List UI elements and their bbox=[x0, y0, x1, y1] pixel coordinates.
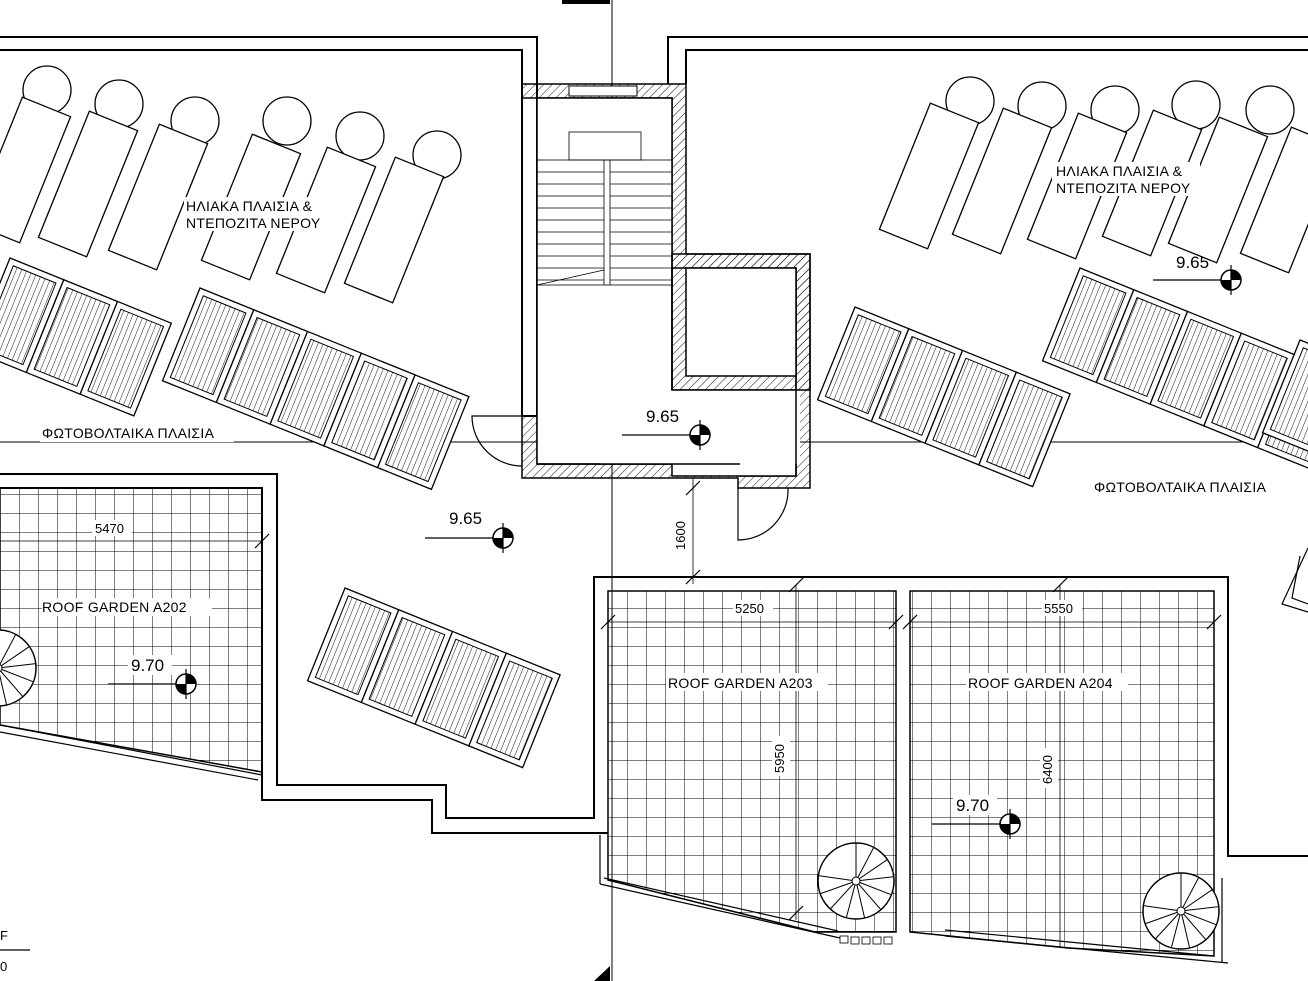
spiral-stair-a202 bbox=[0, 629, 37, 707]
solar-collector bbox=[878, 102, 980, 250]
corner-fragment-bottom: 0 bbox=[0, 959, 7, 974]
solar-collector bbox=[107, 123, 209, 271]
roof-outline-right bbox=[667, 36, 1308, 84]
level-marker-stair: 9.65 bbox=[622, 407, 711, 450]
drainage-outlets bbox=[839, 935, 893, 945]
level-label-a204: 9.70 bbox=[956, 796, 989, 815]
pv-arrays bbox=[0, 257, 1308, 769]
solar-collector bbox=[951, 107, 1053, 255]
pv-array bbox=[306, 587, 561, 769]
pv-array-edge-right bbox=[1281, 547, 1308, 613]
spiral-stair-core bbox=[0, 663, 3, 673]
spiral-stair-core bbox=[851, 876, 861, 886]
label-pv-left: ΦΩΤΟΒΟΛΤΑΙΚΑ ΠΛΑΙΣΙΑ bbox=[42, 425, 215, 441]
dimension-corridor-gap: 1600 bbox=[673, 521, 688, 550]
roof-garden-a203: 5250 5950 ROOF GARDEN A203 bbox=[599, 577, 904, 945]
pv-array bbox=[1261, 339, 1308, 456]
spiral-stair-core bbox=[1176, 906, 1186, 916]
stair-treads bbox=[537, 171, 672, 281]
level-label-roof-right: 9.65 bbox=[1176, 253, 1209, 272]
level-marker-a202: 9.70 bbox=[108, 655, 197, 699]
dimension-a204-depth: 6400 bbox=[1040, 755, 1055, 784]
dimension-a202-width: 5470 bbox=[95, 521, 124, 536]
label-roof-garden-a203: ROOF GARDEN A203 bbox=[668, 675, 813, 691]
water-tank bbox=[262, 96, 312, 146]
corner-fragment-top: F bbox=[0, 928, 8, 943]
solar-water-heaters-left: ΗΛΙΑΚΑ ΠΛΑΙΣΙΑ & ΝΤΕΠΟΖΙΤΑ ΝΕΡΟΥ bbox=[0, 65, 462, 304]
level-label-terrace: 9.65 bbox=[449, 509, 482, 528]
dimension-a204-width: 5550 bbox=[1044, 601, 1073, 616]
pv-array-edge-right-2 bbox=[1291, 555, 1308, 605]
spiral-stair-a204 bbox=[1142, 872, 1220, 950]
pv-array bbox=[0, 257, 173, 417]
label-solar-left-line2: ΝΤΕΠΟΖΙΤΑ ΝΕΡΟΥ bbox=[186, 215, 321, 231]
label-roof-garden-a204: ROOF GARDEN A204 bbox=[968, 675, 1113, 691]
roof-garden-a204: 5550 6400 ROOF GARDEN A204 9.70 bbox=[902, 577, 1229, 964]
solar-collector bbox=[343, 156, 445, 304]
level-label-a202: 9.70 bbox=[131, 656, 164, 675]
dimension-corridor: 1600 bbox=[673, 478, 701, 585]
label-pv-right: ΦΩΤΟΒΟΛΤΑΙΚΑ ΠΛΑΙΣΙΑ bbox=[1094, 479, 1267, 495]
water-tank bbox=[335, 111, 385, 161]
label-solar-left-line1: ΗΛΙΑΚΑ ΠΛΑΙΣΙΑ & bbox=[186, 198, 313, 214]
level-marker-roof-right: 9.65 bbox=[1153, 253, 1242, 295]
title-block-fragment: F 0 bbox=[0, 928, 30, 974]
axis-marker-top bbox=[562, 0, 610, 4]
stair-core bbox=[471, 83, 811, 541]
solar-collector bbox=[1239, 126, 1308, 274]
level-label-stair: 9.65 bbox=[646, 407, 679, 426]
pv-array bbox=[161, 287, 470, 491]
dimension-a203-width: 5250 bbox=[735, 601, 764, 616]
level-marker-terrace: 9.65 bbox=[425, 509, 514, 553]
solar-collector bbox=[37, 110, 139, 258]
water-tank bbox=[1245, 85, 1295, 135]
terrace-door-swing bbox=[737, 487, 789, 541]
label-roof-garden-a202: ROOF GARDEN A202 bbox=[42, 599, 187, 615]
roof-garden-a202: 5470 ROOF GARDEN A202 9.70 bbox=[0, 487, 270, 781]
solar-collector bbox=[0, 96, 72, 244]
stair-door-swing bbox=[471, 415, 523, 467]
pv-array bbox=[816, 306, 1071, 488]
solar-water-heaters-right: ΗΛΙΑΚΑ ΠΛΑΙΣΙΑ & ΝΤΕΠΟΖΙΤΑ ΝΕΡΟΥ bbox=[878, 76, 1308, 274]
level-marker-a204: 9.70 bbox=[932, 795, 1021, 839]
label-solar-right-line2: ΝΤΕΠΟΖΙΤΑ ΝΕΡΟΥ bbox=[1056, 180, 1191, 196]
label-solar-right-line1: ΗΛΙΑΚΑ ΠΛΑΙΣΙΑ & bbox=[1056, 163, 1183, 179]
spiral-stair-a203 bbox=[817, 842, 895, 920]
axis-marker-bottom bbox=[594, 966, 610, 981]
pv-array bbox=[1041, 267, 1308, 471]
dimension-a203-depth: 5950 bbox=[772, 744, 787, 773]
